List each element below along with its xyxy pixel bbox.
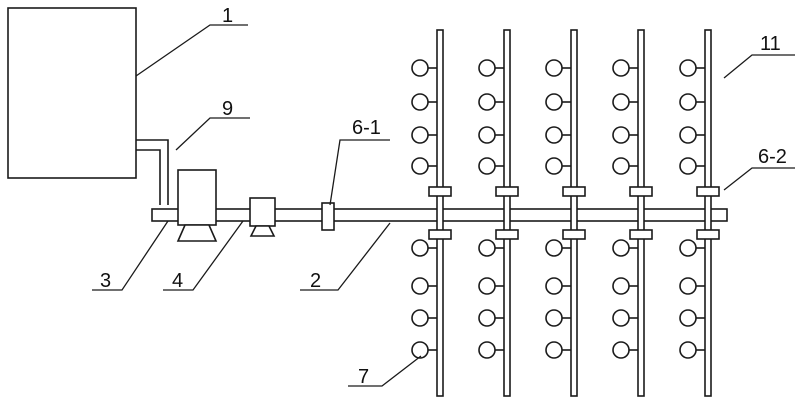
nozzle	[545, 93, 563, 111]
nozzle	[478, 341, 496, 359]
nozzle	[679, 93, 697, 111]
inlet-pipe	[136, 139, 169, 205]
label-branch-pipe: 11	[760, 33, 781, 55]
nozzle	[478, 93, 496, 111]
nozzle	[612, 239, 630, 257]
nozzle	[478, 239, 496, 257]
nozzle	[545, 59, 563, 77]
branch-group	[411, 29, 720, 397]
label-nozzle: 7	[358, 366, 369, 388]
nozzle	[478, 309, 496, 327]
nozzle	[612, 309, 630, 327]
nozzle	[679, 157, 697, 175]
nozzle	[612, 126, 630, 144]
nozzle	[411, 93, 429, 111]
filter	[249, 197, 276, 237]
label-tank: 1	[222, 5, 233, 27]
branch-valve	[629, 229, 653, 240]
nozzle	[411, 126, 429, 144]
nozzle	[478, 277, 496, 295]
nozzle	[612, 59, 630, 77]
branch-valve	[495, 186, 519, 197]
label-main-valve: 6-1	[352, 117, 381, 139]
pump	[176, 169, 218, 242]
nozzle	[411, 341, 429, 359]
water-tank	[7, 7, 137, 179]
branch-pipe	[704, 29, 712, 397]
branch-pipe	[637, 29, 645, 397]
nozzle	[478, 157, 496, 175]
nozzle	[478, 126, 496, 144]
nozzle	[411, 59, 429, 77]
nozzle	[679, 277, 697, 295]
main-valve	[321, 202, 335, 231]
nozzle	[545, 239, 563, 257]
nozzle	[679, 239, 697, 257]
nozzle	[545, 277, 563, 295]
label-inlet-pipe: 9	[222, 98, 233, 120]
branch-valve	[428, 186, 452, 197]
branch-valve	[428, 229, 452, 240]
nozzle	[679, 341, 697, 359]
branch-valve	[629, 186, 653, 197]
nozzle	[612, 93, 630, 111]
nozzle	[545, 341, 563, 359]
branch-valve	[495, 229, 519, 240]
branch-valve	[562, 186, 586, 197]
label-main-pipe: 2	[310, 270, 321, 292]
nozzle	[679, 309, 697, 327]
nozzle	[612, 157, 630, 175]
nozzle	[411, 277, 429, 295]
branch-pipe	[436, 29, 444, 397]
branch-valve	[696, 186, 720, 197]
nozzle	[478, 59, 496, 77]
branch-pipe	[570, 29, 578, 397]
nozzle	[545, 126, 563, 144]
label-filter: 4	[172, 270, 183, 292]
branch-valve	[562, 229, 586, 240]
label-pump: 3	[100, 270, 111, 292]
leader-lines	[92, 24, 795, 387]
nozzle	[545, 309, 563, 327]
nozzle	[545, 157, 563, 175]
nozzle	[612, 341, 630, 359]
label-branch-valve: 6-2	[758, 146, 787, 168]
nozzle	[679, 59, 697, 77]
nozzle	[679, 126, 697, 144]
branch-pipe	[503, 29, 511, 397]
nozzle	[411, 309, 429, 327]
nozzle	[411, 239, 429, 257]
branch-valve	[696, 229, 720, 240]
nozzle	[411, 157, 429, 175]
nozzle	[612, 277, 630, 295]
